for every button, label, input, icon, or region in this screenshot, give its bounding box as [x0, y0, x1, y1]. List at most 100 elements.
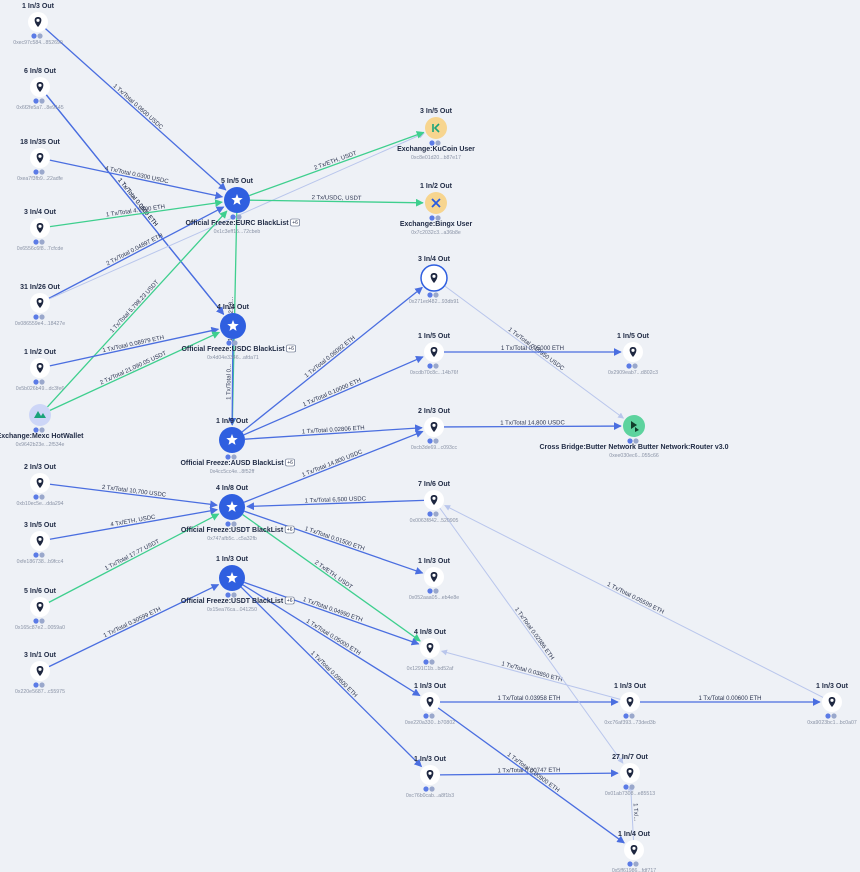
node-address: 0x086559e4...18427e: [15, 321, 65, 327]
edge-n8-to-usdt1[interactable]: [49, 483, 218, 509]
chain-token-icon: [231, 454, 237, 460]
pin-hole: [432, 274, 436, 278]
node-address: 0x1c3eff15...72cbeb: [214, 229, 261, 235]
edge-eurc-to-bingx[interactable]: [249, 198, 424, 207]
edge-r4-to-r3[interactable]: [627, 784, 634, 841]
edge-n10-to-usdt1[interactable]: [48, 513, 220, 603]
star-icon: [227, 320, 239, 331]
node-label: Official Freeze:AUSD BlackList: [180, 460, 284, 467]
location-pin-icon: [36, 82, 44, 92]
chain-token-icon: [37, 33, 43, 39]
pin-hole: [432, 573, 436, 577]
more-tags-badge[interactable]: [290, 218, 300, 227]
edge-ausd-to-c2[interactable]: [243, 356, 424, 436]
node-label: Official Freeze:USDC BlackList: [181, 346, 285, 353]
pin-hole: [428, 698, 432, 702]
edge-n9-to-usdt1[interactable]: [49, 506, 218, 540]
node-address: 0x747afb5c...c5a32fb: [207, 536, 257, 542]
edge-n11-to-usdt2[interactable]: [48, 583, 220, 668]
edge-ausd-to-c3[interactable]: [244, 424, 423, 440]
edge-usdt2-to-c7[interactable]: [242, 584, 421, 697]
edge-n2-to-usdc[interactable]: [45, 94, 225, 315]
chain-token-icon: [433, 363, 439, 369]
node-address: 0xec97c584...852699: [13, 40, 63, 46]
location-pin-icon: [36, 536, 44, 546]
more-tags-badge[interactable]: [286, 344, 296, 353]
edge-ausd-to-c1[interactable]: [241, 286, 423, 433]
more-tags-badge[interactable]: [285, 458, 295, 467]
edge-label: 1 Tx/Total 0.00600 ETH: [699, 696, 762, 702]
edge-usdt2-to-c8[interactable]: [240, 586, 423, 768]
location-pin-icon: [626, 768, 634, 778]
edge-r2-to-c6[interactable]: [441, 649, 621, 700]
edge-c4-to-r3[interactable]: [439, 507, 624, 764]
chain-token-icon: [427, 438, 433, 444]
pin-hole: [631, 348, 635, 352]
edge-n5-to-eurc[interactable]: [48, 206, 225, 299]
edge-n1-to-eurc[interactable]: [45, 28, 227, 191]
more-tags-badge[interactable]: [284, 525, 295, 534]
edge-usdt2-to-c6[interactable]: [244, 581, 420, 646]
chain-token-icon: [39, 682, 45, 688]
node-count: 4 In/4 Out: [217, 304, 250, 311]
edge-c7-to-r4[interactable]: [437, 707, 625, 844]
edge-mexc-to-usdc[interactable]: [49, 331, 221, 411]
node-count: 1 In/9 Out: [216, 418, 249, 425]
edge-n4-to-eurc[interactable]: [49, 199, 223, 228]
node-butter[interactable]: Cross Bridge:Butter Network Butter Netwo…: [539, 415, 729, 459]
edge-r5-to-c4[interactable]: [444, 504, 824, 698]
pin-hole: [38, 224, 42, 228]
location-pin-icon: [630, 845, 638, 855]
edge-mexc-to-eurc[interactable]: [46, 210, 228, 408]
chain-token-icon: [427, 292, 433, 298]
edge-usdt1-to-c3[interactable]: [243, 430, 424, 503]
edge-eurc-to-kucoin[interactable]: [249, 131, 425, 197]
node-address: 0xb10ec5e...dda294: [16, 501, 63, 507]
edge-c3-to-butter[interactable]: [443, 422, 622, 431]
edge-usdc-to-ausd[interactable]: [228, 338, 237, 426]
edge-c4-to-usdt1[interactable]: [246, 499, 425, 511]
pin-hole: [38, 603, 42, 607]
node-mexc[interactable]: Exchange:Mexc HotWallet0x9642b23e...2f53…: [0, 404, 84, 448]
edge-label: 1 Tx/...: [632, 803, 639, 822]
edge-usdt1-to-c6[interactable]: [242, 514, 421, 642]
edge-usdt1-to-c5[interactable]: [244, 510, 424, 575]
more-tags-badge[interactable]: [284, 596, 295, 605]
edge-n3-to-eurc[interactable]: [49, 159, 224, 200]
node-address: 0xcb3de69...c093cc: [411, 445, 458, 451]
edge-n6-to-usdc[interactable]: [49, 326, 220, 367]
star-icon: [226, 434, 238, 445]
node-address: 0x5b026b49...dc3fe6: [16, 386, 65, 392]
